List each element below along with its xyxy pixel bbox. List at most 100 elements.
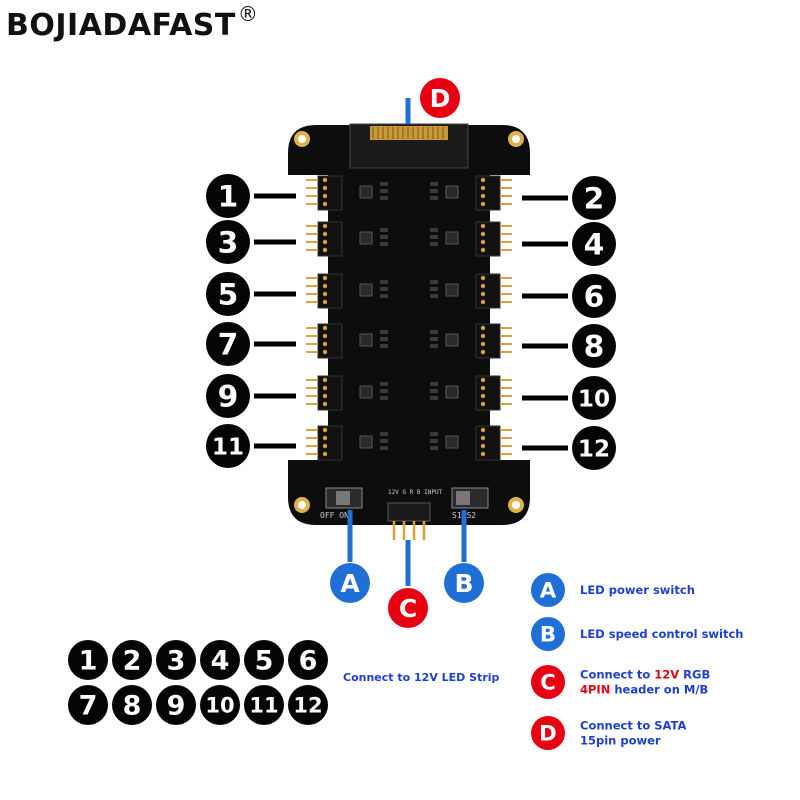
smd-resistor <box>380 235 388 239</box>
header-pin <box>322 231 328 237</box>
port-number-11: 11 <box>206 424 250 468</box>
header-pin <box>322 443 328 449</box>
number-circle-icon <box>572 324 616 368</box>
smd-resistor <box>430 280 438 284</box>
header-pin <box>322 435 328 441</box>
number-circle-icon <box>288 685 328 725</box>
number-label: 3 <box>167 646 186 677</box>
number-circle-icon <box>206 424 250 468</box>
header-pin <box>480 291 486 297</box>
number-circle-icon <box>112 640 152 680</box>
strip-header <box>475 323 501 359</box>
number-circle-icon <box>572 176 616 220</box>
number-label: 7 <box>79 691 98 722</box>
callout-a: A <box>330 563 370 603</box>
letter-label: D <box>430 84 451 113</box>
number-label: 6 <box>584 280 605 315</box>
legend-text-b: LED speed control switch <box>580 627 743 641</box>
rgb-input-header <box>387 502 431 522</box>
led-chip <box>445 333 459 347</box>
header-pin <box>322 401 328 407</box>
smd-resistor <box>430 182 438 186</box>
strip-header <box>475 425 501 461</box>
header-pin <box>480 451 486 457</box>
legend-text-d: Connect to SATA <box>580 719 686 733</box>
legend-letter-a: A <box>531 573 565 607</box>
header-pin <box>322 299 328 305</box>
header-pin <box>480 341 486 347</box>
number-circle-icon <box>572 222 616 266</box>
led-chip <box>359 231 373 245</box>
number-label: 9 <box>167 691 186 722</box>
smd-resistor <box>380 396 388 400</box>
legend-number-5: 5 <box>244 640 284 680</box>
silk-input-label: 12V G R B INPUT <box>388 489 443 496</box>
number-circle-icon <box>68 685 108 725</box>
callout-c: C <box>388 588 428 628</box>
port-number-2: 2 <box>572 176 616 220</box>
smd-resistor <box>430 432 438 436</box>
legend-text-segment: 4PIN <box>580 683 610 697</box>
number-label: 5 <box>218 278 239 313</box>
number-circle-icon <box>206 272 250 316</box>
mounting-hole-center <box>298 501 306 509</box>
legend-letter-b: B <box>531 617 565 651</box>
letter-circle-icon <box>531 665 565 699</box>
header-pin <box>322 247 328 253</box>
letter-callouts: A BC D <box>330 78 484 628</box>
led-chip <box>359 283 373 297</box>
mounting-hole-center <box>512 135 520 143</box>
legend-number-10: 10 <box>200 685 240 725</box>
smd-resistor <box>430 344 438 348</box>
number-circle-icon <box>206 322 250 366</box>
smd-resistor <box>380 432 388 436</box>
strip-header <box>317 323 343 359</box>
legend-text-segment: 12V <box>654 668 679 682</box>
strip-header <box>317 273 343 309</box>
header-pin <box>322 185 328 191</box>
port-number-9: 9 <box>206 374 250 418</box>
callout-b: B <box>444 563 484 603</box>
header-pin <box>480 435 486 441</box>
leader-lines <box>254 98 568 586</box>
number-label: 11 <box>249 694 278 718</box>
legend-number-12: 12 <box>288 685 328 725</box>
legend-number-8: 8 <box>112 685 152 725</box>
header-pin <box>480 201 486 207</box>
legend-number-7: 7 <box>68 685 108 725</box>
letter-circle-icon <box>531 573 565 607</box>
led-chip <box>445 283 459 297</box>
number-circle-icon <box>156 640 196 680</box>
header-pin <box>480 299 486 305</box>
legend-letter-d: D <box>531 716 565 750</box>
header-pin <box>480 185 486 191</box>
port-number-8: 8 <box>572 324 616 368</box>
strip-header <box>317 375 343 411</box>
header-pin <box>322 393 328 399</box>
number-circle-icon <box>288 640 328 680</box>
legend-text-segment: Connect to SATA <box>580 719 686 733</box>
smd-resistor <box>380 330 388 334</box>
port-number-1: 1 <box>206 174 250 218</box>
letter-label: D <box>539 722 557 747</box>
legend-text-a: LED power switch <box>580 583 695 597</box>
number-circle-icon <box>156 685 196 725</box>
smd-resistor <box>430 439 438 443</box>
header-pin <box>322 333 328 339</box>
strip-header <box>475 175 501 211</box>
smd-resistor <box>380 182 388 186</box>
strip-header <box>475 273 501 309</box>
mounting-hole-center <box>298 135 306 143</box>
number-label: 5 <box>255 646 274 677</box>
header-pin <box>480 385 486 391</box>
number-label: 4 <box>211 646 230 677</box>
legend-text-c: 4PIN header on M/B <box>580 683 708 697</box>
smd-resistor <box>430 189 438 193</box>
smd-resistor <box>430 396 438 400</box>
legend-text-d: 15pin power <box>580 734 661 748</box>
legend-text-segment: header on M/B <box>610 683 708 697</box>
smd-resistor <box>380 382 388 386</box>
registered-mark: ® <box>237 2 259 26</box>
letter-circle-icon <box>388 588 428 628</box>
